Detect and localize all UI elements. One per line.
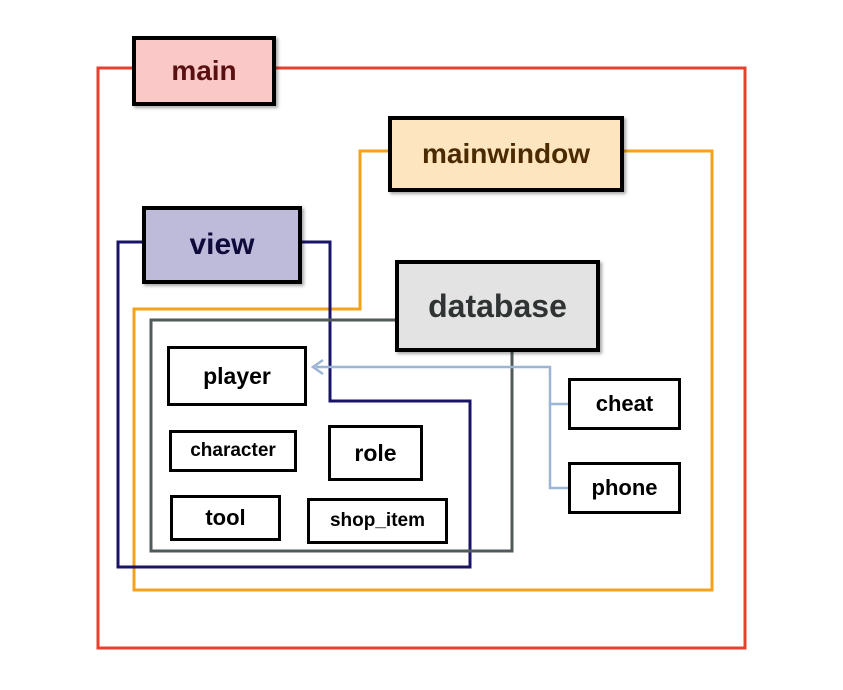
cheat-connector: [316, 365, 568, 406]
database-boundary: [149, 318, 514, 553]
main-module-box: main: [132, 36, 276, 106]
player-label: player: [203, 362, 271, 389]
shop-item-box: shop_item: [307, 498, 448, 544]
character-label: character: [190, 440, 276, 461]
mainwindow-label: mainwindow: [422, 138, 590, 169]
phone-box: phone: [568, 462, 681, 514]
cheat-box: cheat: [568, 378, 681, 430]
mainwindow-boundary: [132, 149, 714, 592]
mainwindow-module-box: mainwindow: [388, 116, 624, 192]
database-module-box: database: [395, 260, 600, 352]
arrow-head-icon: [310, 358, 324, 376]
player-box: player: [167, 346, 307, 406]
shop-item-label: shop_item: [329, 510, 426, 531]
main-boundary: [96, 66, 747, 650]
phone-label: phone: [591, 475, 658, 500]
view-module-box: view: [142, 206, 302, 284]
main-label: main: [171, 55, 237, 86]
view-label: view: [189, 228, 255, 261]
role-label: role: [354, 439, 397, 466]
tool-box: tool: [170, 495, 281, 541]
tool-label: tool: [205, 505, 246, 530]
database-label: database: [428, 287, 567, 324]
view-boundary: [116, 240, 472, 569]
phone-connector: [548, 404, 568, 490]
character-box: character: [169, 430, 297, 472]
cheat-label: cheat: [595, 391, 654, 416]
role-box: role: [328, 425, 423, 481]
